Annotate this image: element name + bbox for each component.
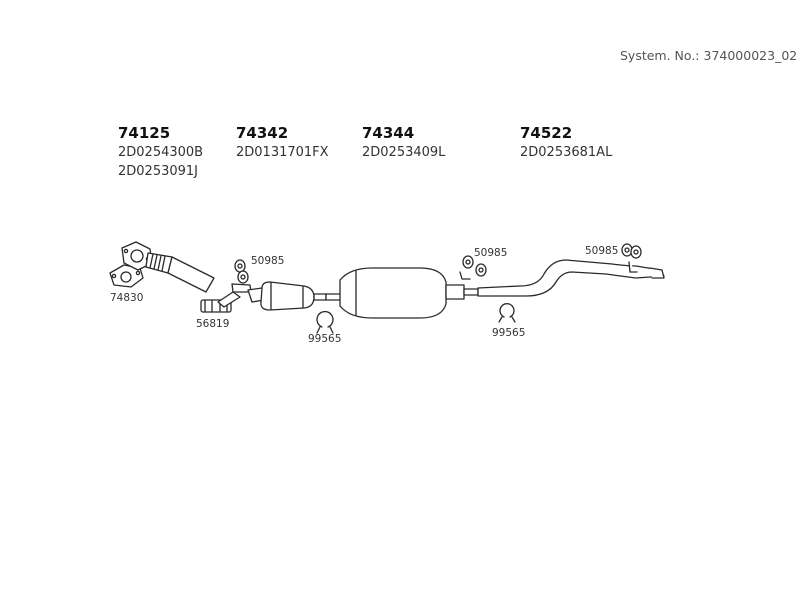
- rubber-hanger-3: [621, 243, 642, 273]
- part-number: 74522: [520, 124, 573, 142]
- part-number: 74342: [236, 124, 289, 142]
- oem-code: 2D0253409L: [362, 145, 446, 160]
- hanger-label-2: 50985: [474, 247, 508, 259]
- clamp-sleeve-label: 56819: [196, 318, 230, 330]
- ring-clamp-2: [498, 303, 516, 323]
- part-number: 74125: [118, 124, 171, 142]
- gasket-label: 74830: [110, 292, 144, 304]
- catalytic-converter-74342: [217, 281, 327, 311]
- oem-code: 2D0253091J: [118, 164, 199, 179]
- oem-code: 2D0254300B: [118, 145, 204, 160]
- gasket-74830: [109, 264, 144, 288]
- hanger-label-3: 50985: [585, 245, 619, 257]
- part-number: 74344: [362, 124, 415, 142]
- oem-code: 2D0253681AL: [520, 145, 613, 160]
- ring-clamp-label-2: 99565: [492, 327, 526, 339]
- hanger-label-1: 50985: [251, 255, 285, 267]
- rubber-hanger-2: [459, 255, 487, 280]
- middle-muffler-74344: [325, 267, 479, 319]
- oem-code: 2D0131701FX: [236, 145, 329, 160]
- ring-clamp-1: [316, 311, 334, 334]
- part-group-74125: 74125 2D0254300B 2D0253091J: [118, 124, 203, 181]
- part-group-74522: 74522 2D0253681AL: [520, 124, 612, 162]
- rear-pipe-74522: [477, 259, 665, 297]
- system-number: System. No.: 374000023_02: [620, 48, 798, 63]
- part-group-74342: 74342 2D0131701FX: [236, 124, 329, 162]
- front-pipe-74125: [145, 252, 215, 293]
- rubber-hanger-1: [234, 259, 249, 284]
- ring-clamp-label-1: 99565: [308, 333, 342, 345]
- part-group-74344: 74344 2D0253409L: [362, 124, 445, 162]
